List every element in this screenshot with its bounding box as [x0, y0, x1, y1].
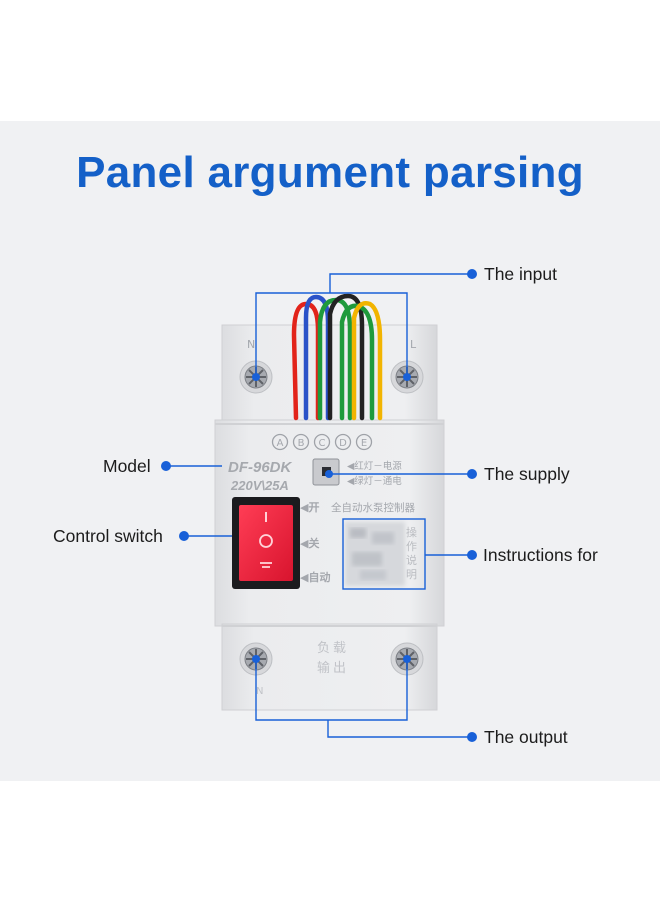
output-char-3: 输 [317, 660, 330, 676]
callout-supply-dot [467, 469, 477, 479]
output-char-1: 负 [317, 641, 330, 656]
terminal-letter-b: B [298, 438, 305, 449]
led-green-note: ◀绿灯－通电 [347, 475, 402, 487]
label-control-switch: Control switch [53, 526, 163, 546]
terminal-label-l: L [410, 338, 417, 351]
instructions-frame [342, 518, 426, 590]
instruction-char-2: 作 [406, 540, 417, 553]
rocker-switch[interactable] [232, 497, 300, 589]
callout-instructions-dot [467, 550, 477, 560]
callout-model-dot [161, 461, 171, 471]
label-input: The input [484, 264, 557, 284]
terminal-label-n: N [247, 338, 255, 351]
terminal-letter-c: C [319, 438, 326, 449]
terminal-letter-e: E [361, 438, 367, 449]
model-rating: 220V\25A [230, 478, 289, 493]
product-name: 全自动水泵控制器 [331, 501, 415, 514]
callout-control-switch-dot [179, 531, 189, 541]
callout-output-dot [467, 732, 477, 742]
terminal-letter-a: A [277, 438, 284, 449]
terminal-letter-d: D [339, 438, 347, 449]
wire-black [327, 293, 365, 421]
led-red-note: ◀红灯－电源 [347, 460, 402, 472]
label-instructions: Instructions for [483, 545, 598, 565]
instruction-char-4: 明 [406, 568, 417, 581]
switch-auto-label: ◀自动 [300, 570, 330, 584]
instruction-char-1: 操 [406, 525, 417, 539]
label-model: Model [103, 456, 151, 476]
wire-yellow [351, 301, 383, 421]
terminal-letters: A B C D E [271, 433, 373, 451]
callout-input [255, 273, 472, 377]
switch-on-label: ◀开 [300, 501, 319, 514]
page-title: Panel argument parsing [76, 148, 584, 197]
label-supply: The supply [484, 464, 570, 484]
terminal-label-n-bottom: N [256, 686, 263, 697]
wire-bundle [291, 293, 383, 421]
model-number: DF-96DK [228, 459, 293, 476]
instructions-panel: 操 作 说 明 [345, 522, 417, 586]
callout-input-dot [467, 269, 477, 279]
switch-off-label: ◀关 [300, 536, 319, 550]
instruction-char-3: 说 [406, 553, 417, 567]
label-output: The output [484, 727, 568, 747]
callout-output [255, 659, 472, 738]
output-char-4: 出 [333, 661, 346, 676]
wire-blue [303, 294, 331, 421]
output-char-2: 载 [333, 641, 346, 656]
